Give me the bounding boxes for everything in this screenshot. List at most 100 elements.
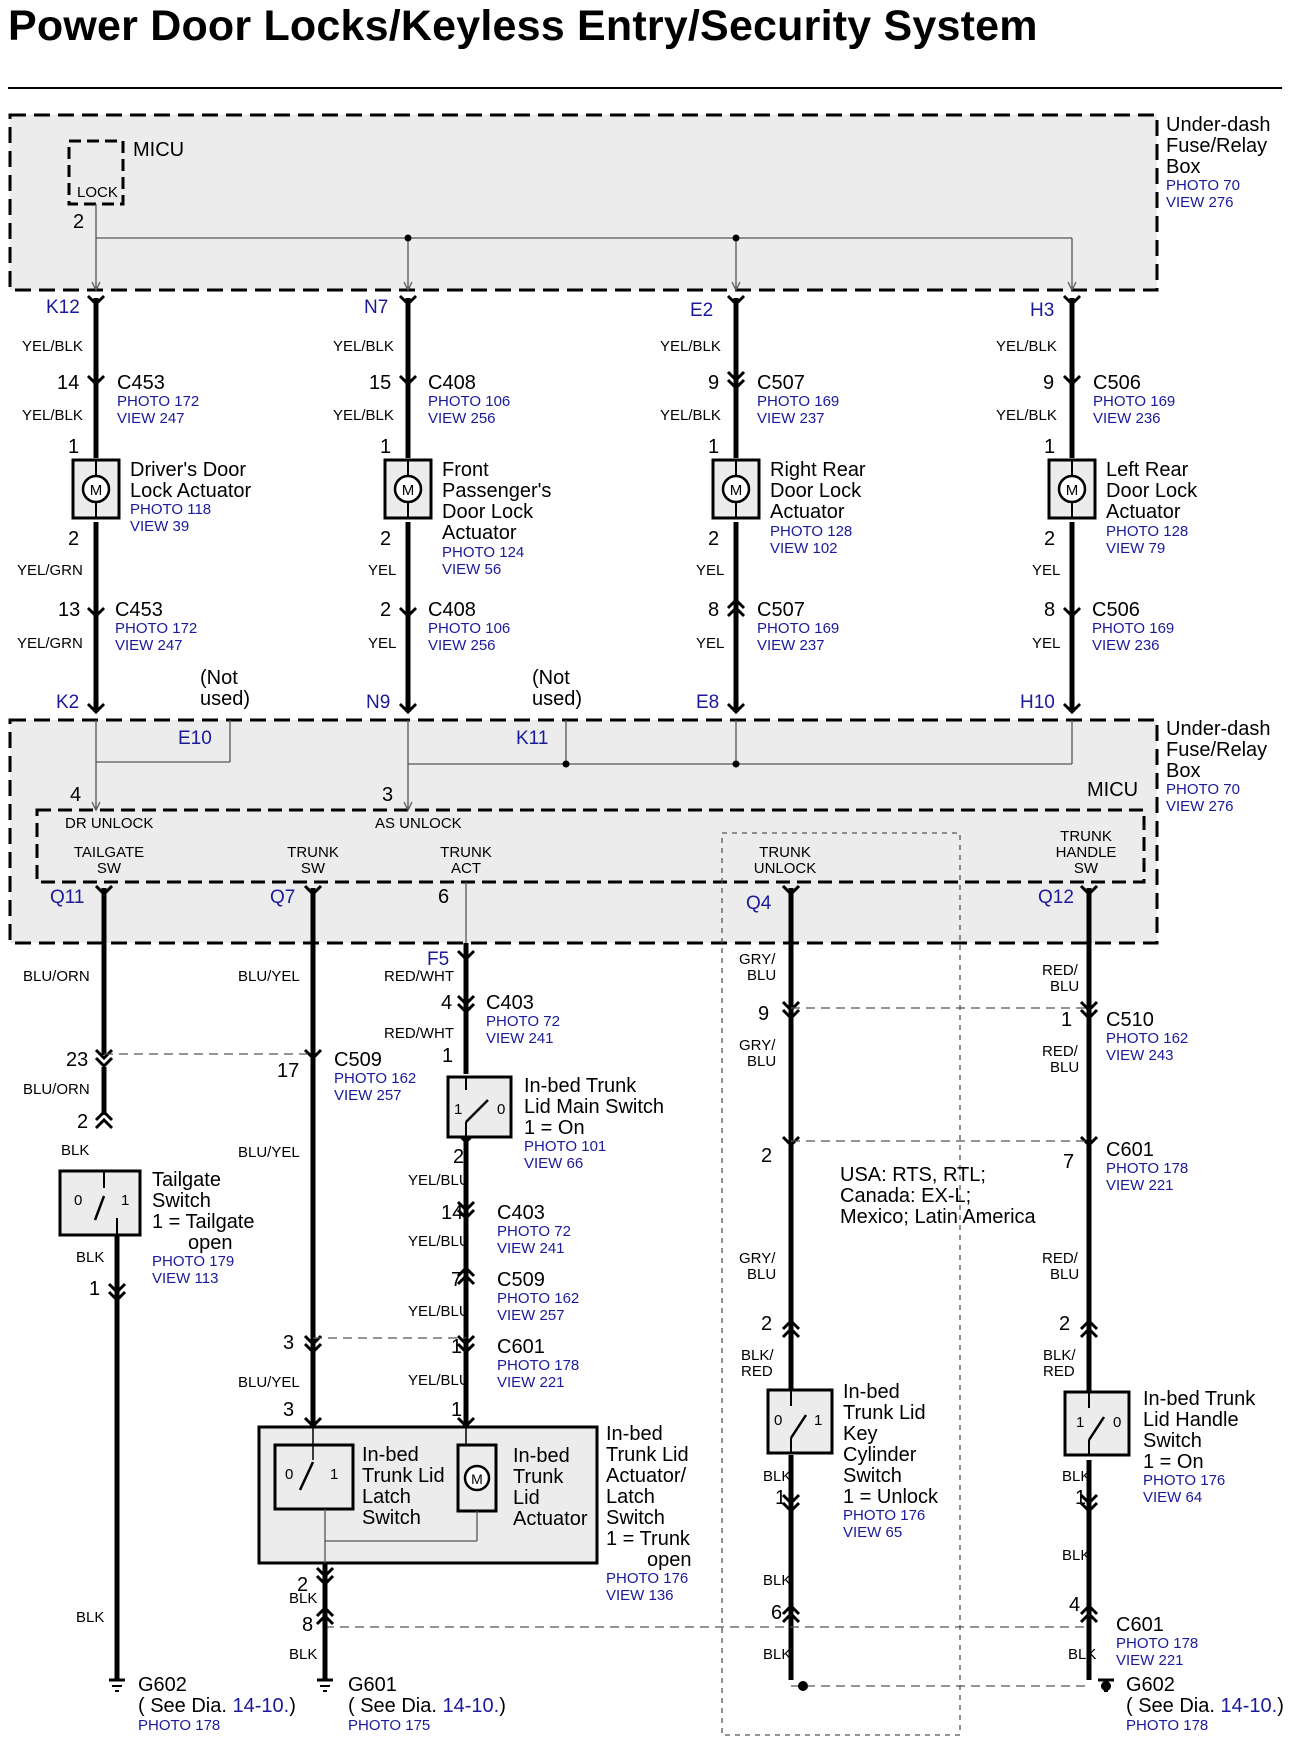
svg-text:2: 2 [68, 528, 79, 550]
pin-h3: H3 [1030, 300, 1054, 321]
pin-h10: H10 [1020, 692, 1055, 713]
svg-text:TRUNK: TRUNK [759, 844, 811, 861]
connector-c453-bottom: 13 C453 PHOTO 172 VIEW 247 [58, 599, 197, 654]
motor-icon: M [90, 482, 103, 499]
page-title: Power Door Locks/Keyless Entry/Security … [8, 2, 1038, 50]
svg-text:1: 1 [1044, 436, 1055, 458]
svg-text:VIEW 276: VIEW 276 [1166, 798, 1234, 815]
svg-text:BLU: BLU [1050, 978, 1079, 995]
wire-color: BLU/YEL [238, 968, 300, 985]
svg-text:Door Lock: Door Lock [1106, 480, 1198, 502]
svg-text:Switch: Switch [362, 1507, 421, 1529]
wire-color: YEL [1032, 635, 1060, 652]
svg-text:14: 14 [57, 372, 79, 394]
svg-text:1: 1 [68, 436, 79, 458]
wire-color-red-blu: RED/BLU RED/BLU RED/BLU [1042, 962, 1079, 1283]
svg-text:PHOTO 70: PHOTO 70 [1166, 177, 1240, 194]
svg-text:PHOTO 72: PHOTO 72 [486, 1013, 560, 1030]
svg-text:PHOTO 169: PHOTO 169 [1093, 393, 1175, 410]
shared-connector-links [104, 1007, 1089, 1687]
svg-text:PHOTO 179: PHOTO 179 [152, 1253, 234, 1270]
pin-f5: F5 [427, 949, 449, 970]
wire-color: BLU/ORN [23, 968, 90, 985]
svg-text:VIEW 236: VIEW 236 [1093, 410, 1161, 427]
lock-terminal: LOCK [77, 184, 118, 201]
svg-text:VIEW 241: VIEW 241 [486, 1030, 554, 1047]
svg-text:used): used) [532, 688, 582, 710]
svg-text:Switch: Switch [1143, 1430, 1202, 1452]
market-note: USA: RTS, RTL; Canada: EX-L; Mexico; Lat… [840, 1164, 1037, 1228]
svg-text:G602: G602 [138, 1674, 187, 1696]
svg-text:BLU: BLU [1050, 1059, 1079, 1076]
svg-text:In-bed: In-bed [362, 1444, 419, 1466]
svg-text:2: 2 [380, 528, 391, 550]
svg-text:C403: C403 [497, 1202, 545, 1224]
svg-text:VIEW 221: VIEW 221 [497, 1374, 565, 1391]
svg-text:0: 0 [774, 1412, 782, 1429]
svg-text:Switch: Switch [606, 1507, 665, 1529]
svg-text:PHOTO 172: PHOTO 172 [117, 393, 199, 410]
pin-as-unlock: 3 [382, 784, 393, 806]
wire-trunk-act [456, 943, 476, 1428]
svg-text:PHOTO 176: PHOTO 176 [606, 1570, 688, 1587]
svg-text:Trunk: Trunk [513, 1466, 564, 1488]
left-rear-door-lock-actuator: 1 M 2 Left Rear Door Lock Actuator PHOTO… [1044, 436, 1198, 557]
svg-text:VIEW 247: VIEW 247 [117, 410, 185, 427]
driver-door-lock-actuator: 1 M 2 Driver's Door Lock Actuator PHOTO … [68, 436, 252, 550]
svg-text:1 = Trunk: 1 = Trunk [606, 1528, 691, 1550]
pin-q4: Q4 [746, 893, 772, 914]
svg-text:UNLOCK: UNLOCK [754, 860, 817, 877]
svg-text:Lid: Lid [513, 1487, 540, 1509]
svg-text:Passenger's: Passenger's [442, 480, 551, 502]
svg-text:Latch: Latch [362, 1486, 411, 1508]
svg-text:VIEW 136: VIEW 136 [606, 1587, 674, 1604]
wire-trunk-sw [303, 884, 323, 1430]
svg-text:Actuator: Actuator [442, 522, 517, 544]
wire-color-blk-red: BLK/RED BLK/RED [741, 1347, 1076, 1380]
terminal-trunk-sw: TRUNK SW [287, 844, 339, 877]
fuse-box-label-lower: Under-dash Fuse/Relay Box PHOTO 70 VIEW … [1166, 718, 1271, 815]
connector-c506-bottom: 8 C506 PHOTO 169 VIEW 236 [1044, 599, 1174, 654]
svg-text:PHOTO 169: PHOTO 169 [757, 393, 839, 410]
svg-text:SW: SW [97, 860, 122, 877]
svg-text:Front: Front [442, 459, 489, 481]
svg-text:C408: C408 [428, 599, 476, 621]
svg-text:8: 8 [1044, 599, 1055, 621]
svg-text:Actuator/: Actuator/ [606, 1465, 686, 1487]
svg-text:PHOTO 178: PHOTO 178 [1126, 1717, 1208, 1734]
front-passenger-door-lock-actuator: 1 M 2 Front Passenger's Door Lock Actuat… [380, 436, 551, 578]
svg-text:C506: C506 [1092, 599, 1140, 621]
svg-text:G602: G602 [1126, 1674, 1175, 1696]
wire-handle-sw [1079, 884, 1099, 1680]
wire-color: YEL [1032, 562, 1060, 579]
svg-text:Box: Box [1166, 760, 1200, 782]
svg-text:0: 0 [74, 1192, 82, 1209]
wire-color: BLU/YEL [238, 1144, 300, 1161]
pin-dr-unlock: 4 [70, 784, 81, 806]
svg-text:VIEW 247: VIEW 247 [115, 637, 183, 654]
svg-text:RED/: RED/ [1042, 1250, 1079, 1267]
svg-text:In-bed: In-bed [843, 1381, 900, 1403]
terminal-trunk-act: TRUNK ACT [440, 844, 492, 877]
svg-text:PHOTO 162: PHOTO 162 [1106, 1030, 1188, 1047]
wire-color: YEL/BLK [996, 338, 1057, 355]
svg-text:2: 2 [453, 1146, 464, 1168]
svg-text:1: 1 [330, 1466, 338, 1483]
wire-color: YEL/BLK [333, 407, 394, 424]
terminal-tailgate-sw: TAILGATE SW [74, 844, 144, 877]
connector-c601-lower: 8 6 4 C601 PHOTO 178 VIEW 221 [302, 1594, 1198, 1669]
svg-text:15: 15 [369, 372, 391, 394]
svg-text:3: 3 [283, 1332, 294, 1354]
svg-text:9: 9 [1043, 372, 1054, 394]
pin-e2: E2 [690, 300, 713, 321]
svg-text:GRY/: GRY/ [739, 951, 776, 968]
wire-color: RED/WHT [384, 1025, 454, 1042]
svg-text:PHOTO 162: PHOTO 162 [334, 1070, 416, 1087]
svg-text:Door Lock: Door Lock [770, 480, 862, 502]
trunk-lid-actuator-latch-assembly: 3 1 0 1 M In-bed Trunk Lid Latch Switch … [257, 1399, 692, 1604]
svg-text:PHOTO 128: PHOTO 128 [1106, 523, 1188, 540]
svg-text:C601: C601 [1106, 1139, 1154, 1161]
svg-text:VIEW 237: VIEW 237 [757, 410, 825, 427]
svg-text:RED: RED [1043, 1363, 1075, 1380]
